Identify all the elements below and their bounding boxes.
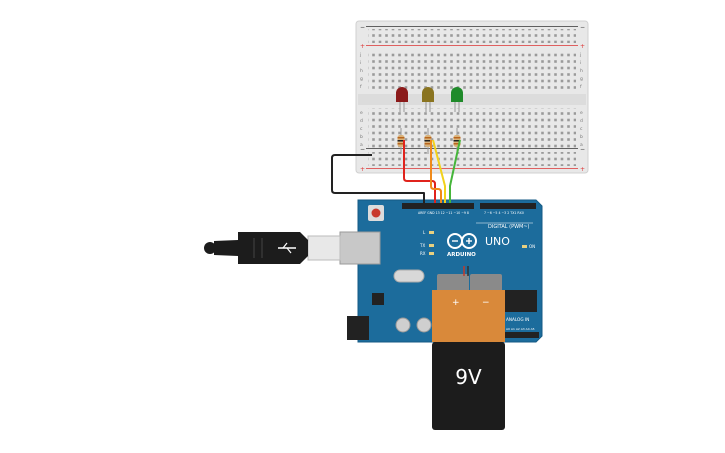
svg-text:j: j [579,52,581,58]
led-yellow-body [422,87,434,102]
crystal-oscillator [393,269,425,283]
on-indicator [522,245,527,248]
svg-text:A0 A1 A2 A3 A4 A5: A0 A1 A2 A3 A4 A5 [506,327,535,331]
svg-text:f: f [360,84,362,90]
usb-port[interactable] [339,231,381,265]
analog-in-label: ANALOG IN [506,317,529,322]
svg-text:c: c [360,127,363,132]
analog-header[interactable] [505,332,539,338]
breadboard[interactable]: − + − + − + − + j i h g f e d c b a j i … [355,20,589,174]
arduino-logo-text: ARDUINO [447,252,476,258]
digital-pwm-label: DIGITAL (PWM~) [488,224,530,230]
top-power-rail[interactable] [368,29,576,43]
svg-text:i: i [580,60,581,66]
usb-symbol-icon [278,242,296,254]
rail-plus-label-bl: + [360,166,365,173]
svg-text:j: j [359,52,361,58]
on-label: ON [529,244,535,249]
rail-minus-label-br: − [580,146,585,153]
bottom-power-rail[interactable] [368,152,576,166]
svg-text:d: d [360,118,363,124]
led-l-indicator [429,231,434,234]
svg-text:a: a [580,143,583,148]
rail-minus-label-tr: − [580,24,585,31]
wire-green[interactable] [449,139,461,203]
rail-minus-label-bl: − [360,146,365,153]
voltage-regulator [372,293,384,305]
battery-terminal-positive [437,274,469,292]
usb-cable-strain-relief [214,240,238,256]
rail-plus-label-br: + [580,166,585,173]
svg-text:AREF GND 13 12 ~11 ~10 ~9 8: AREF GND 13 12 ~11 ~10 ~9 8 [418,211,469,215]
battery-body [432,342,505,430]
center-channel [358,94,586,105]
led-tx-indicator [429,244,434,247]
svg-text:7 ~6 ~5 4 ~3 2 TX1 RX0: 7 ~6 ~5 4 ~3 2 TX1 RX0 [484,211,524,215]
arduino-logo-icon [447,233,477,249]
svg-text:b: b [360,134,363,140]
svg-text:a: a [360,143,363,148]
svg-text:c: c [580,127,583,132]
svg-text:h: h [360,68,363,74]
svg-text:b: b [580,134,583,140]
wire-orange[interactable] [430,140,442,203]
battery-9v[interactable]: + − 9V [432,266,505,430]
top-terminal-strip[interactable] [368,50,576,90]
svg-text:d: d [580,118,583,124]
usb-plug-body [238,232,308,264]
led-yellow[interactable] [422,87,434,112]
resistor-1[interactable] [397,128,405,154]
led-green-body [451,87,463,102]
usb-cable-end [204,242,216,254]
battery-top [432,290,505,342]
wires[interactable] [331,139,461,203]
capacitor-1 [395,317,411,333]
analog-pin-numbers: A0 A1 A2 A3 A4 A5 [506,327,535,331]
svg-text:g: g [360,77,363,82]
digital-header-right[interactable] [480,203,536,209]
led-red-body [396,87,408,102]
led-tx-label: TX [419,243,425,248]
usb-plug-metal [307,235,341,261]
battery-minus-label: − [482,298,490,308]
rail-minus-label-tl: − [360,24,365,31]
battery-voltage-label: 9V [455,365,482,389]
wire-yellow[interactable] [432,139,446,203]
row-letters: j i h g f e d c b a j i h g f e d c b a [359,52,583,148]
wire-black-ground[interactable] [331,154,425,203]
rail-plus-label-tl: + [360,43,365,50]
dc-power-jack[interactable] [347,316,369,340]
led-green[interactable] [451,87,463,112]
svg-text:f: f [580,84,582,90]
reset-button-cap [371,208,381,218]
svg-text:e: e [580,111,583,116]
svg-text:h: h [580,68,583,74]
battery-plus-label: + [452,298,460,308]
digital-header-left[interactable] [402,203,474,209]
model-name: UNO [485,235,510,248]
led-rx-label: RX [420,251,426,256]
microcontroller-chip [505,290,537,312]
resistor-2[interactable] [424,128,432,154]
svg-text:i: i [360,60,361,66]
battery-terminal-negative [470,274,502,292]
usb-cable[interactable] [204,232,341,264]
capacitor-2 [416,317,432,333]
svg-text:e: e [360,111,363,116]
digital-pin-numbers: AREF GND 13 12 ~11 ~10 ~9 8 7 ~6 ~5 4 ~3… [418,211,524,215]
led-rx-indicator [429,252,434,255]
svg-text:g: g [580,77,583,82]
led-red[interactable] [396,87,408,112]
wire-red[interactable] [403,140,436,203]
led-l-label: L [423,230,426,235]
rail-plus-label-tr: + [580,43,585,50]
